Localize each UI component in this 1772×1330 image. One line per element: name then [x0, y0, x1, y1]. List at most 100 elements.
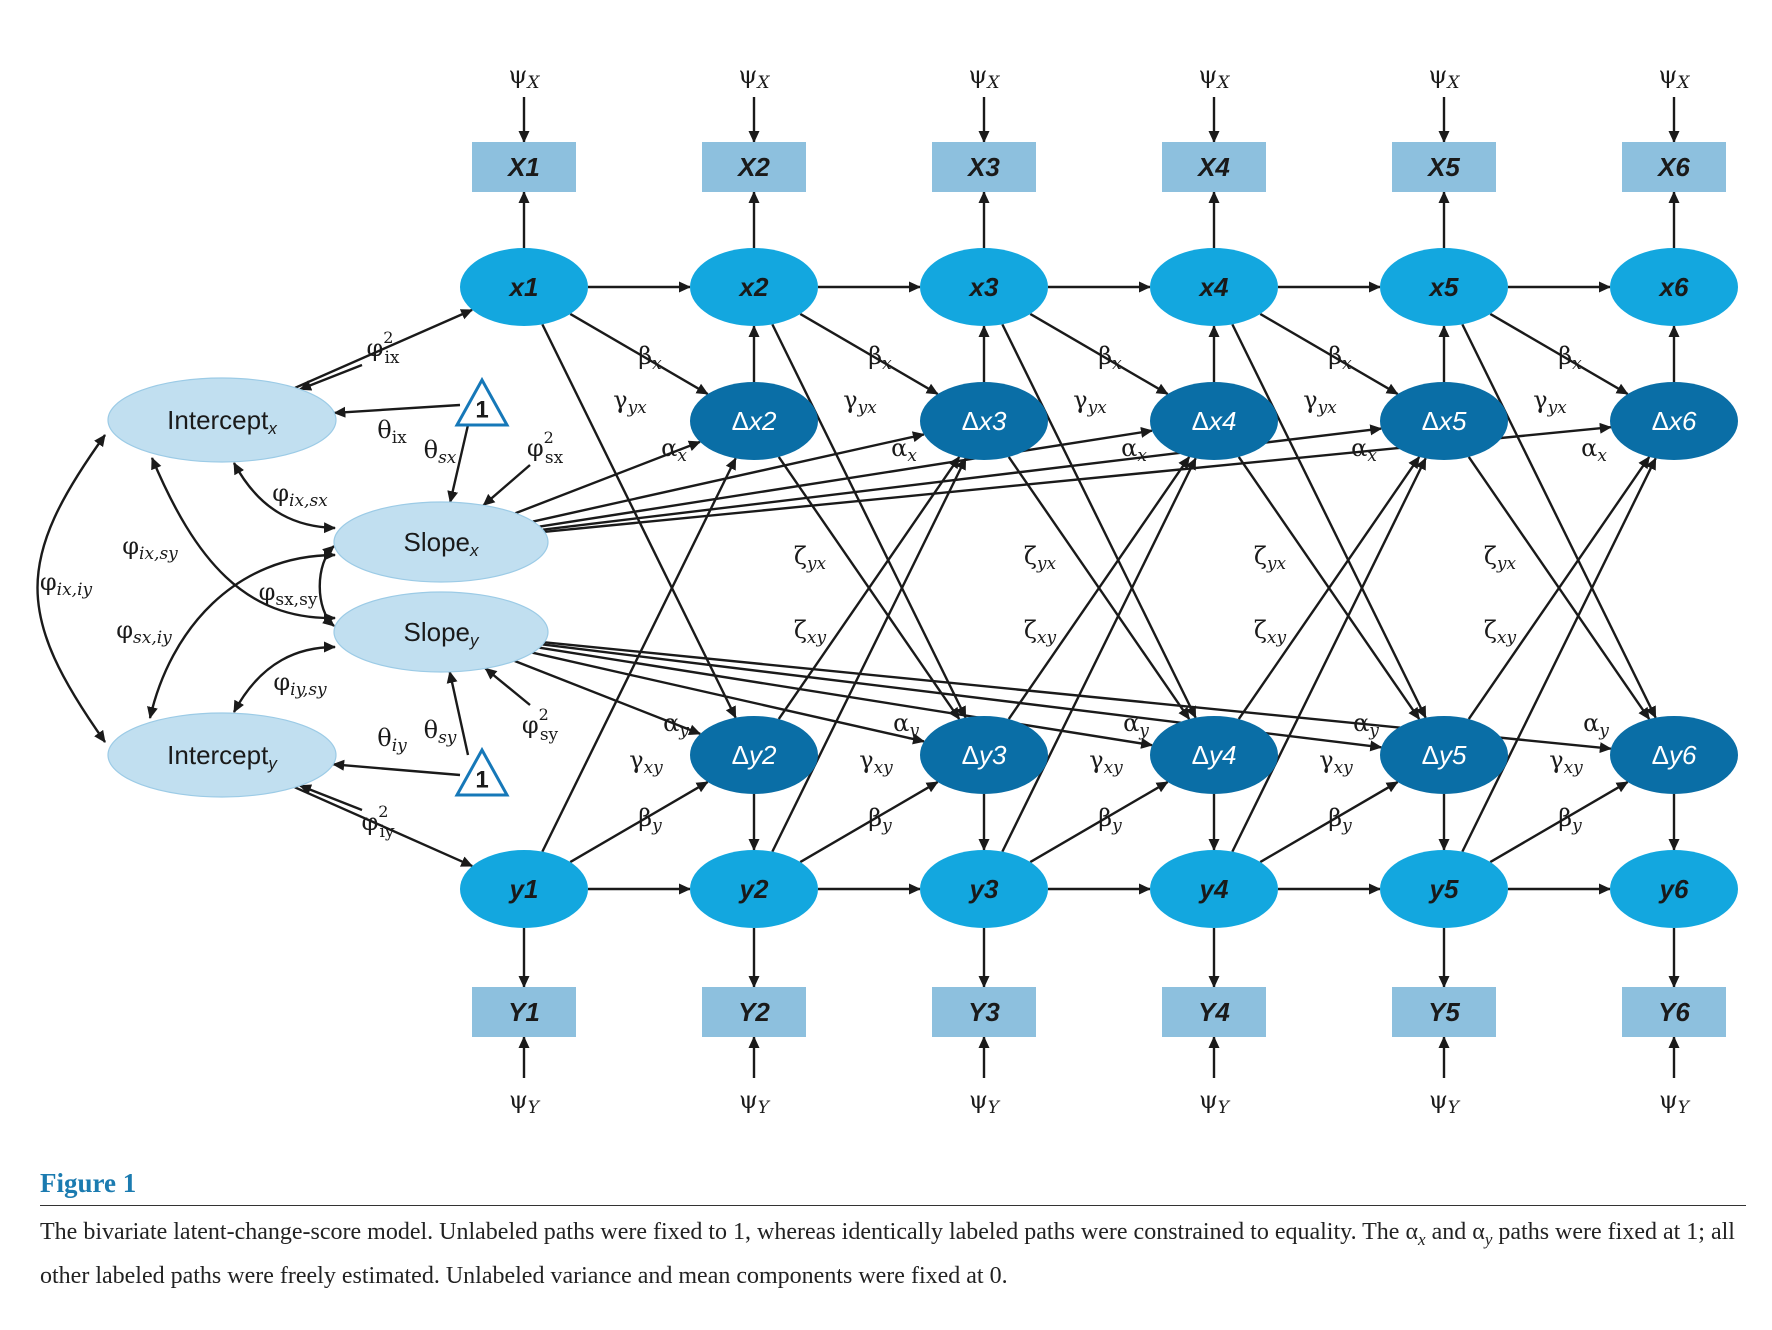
indicator-y-box-label: Y5 — [1428, 997, 1460, 1027]
latent-x-node — [1380, 248, 1508, 326]
alpha-y-label: αy — [893, 709, 919, 741]
gamma-yx-label: γyx — [1533, 386, 1567, 418]
latent-y-node — [460, 850, 588, 928]
beta-y-path — [799, 780, 939, 864]
gamma-yx-label: γyx — [1073, 386, 1107, 418]
beta-y-path — [1489, 780, 1629, 864]
gamma-yx-label: γyx — [613, 386, 647, 418]
indicator-y-box-label: Y4 — [1198, 997, 1230, 1027]
beta-x-label: βx — [1328, 342, 1352, 374]
latent-x-node — [460, 248, 588, 326]
change-x-node — [1380, 382, 1508, 460]
alpha-x-path — [532, 431, 925, 523]
zeta-xy-label: ζxy — [1254, 616, 1287, 648]
intercept-x-node-label: Interceptx — [167, 405, 277, 438]
psi-x-label: ψX — [969, 61, 1001, 93]
change-x-node — [1610, 382, 1738, 460]
latent-x-node-label: x2 — [738, 272, 769, 302]
beta-x-label: βx — [868, 342, 892, 374]
slope-x-node-label: Slopex — [404, 527, 480, 560]
latent-x-node — [1610, 248, 1738, 326]
indicator-x-box — [1162, 142, 1266, 192]
psi-y-label: ψY — [969, 1086, 1001, 1118]
change-y-node-label: Δy2 — [732, 740, 777, 770]
latent-x-node-label: x1 — [508, 272, 539, 302]
intercept-y-node-label: Intercepty — [167, 740, 278, 773]
change-x-node — [920, 382, 1048, 460]
latent-y-node — [1150, 850, 1278, 928]
theta-sx-label: θsx — [424, 436, 457, 468]
latent-y-node-label: y1 — [508, 874, 539, 904]
cov-iy-sy-label: φiy,sy — [273, 668, 327, 700]
zeta-yx-label: ζyx — [1024, 542, 1057, 574]
zeta-xy-path — [1237, 456, 1421, 720]
intercept-y-path — [294, 786, 474, 868]
gamma-xy-label: γxy — [859, 746, 893, 778]
gamma-xy-path — [771, 457, 967, 853]
change-x-node-label: Δx5 — [1422, 406, 1467, 436]
change-x-node-label: Δx4 — [1192, 406, 1237, 436]
change-y-node — [1610, 716, 1738, 794]
alpha-x-label: αx — [1351, 434, 1377, 466]
indicator-x-box — [702, 142, 806, 192]
theta-ix-label: θix — [377, 416, 407, 448]
cov-sx-sy-label: φsx,sy — [259, 578, 318, 610]
alpha-y-path — [514, 659, 702, 735]
change-y-node-label: Δy4 — [1192, 740, 1237, 770]
zeta-xy-path — [1467, 456, 1651, 720]
indicator-x-box — [1622, 142, 1726, 192]
beta-x-path — [799, 312, 939, 396]
psi-x-label: ψX — [1429, 61, 1461, 93]
psi-x-label: ψX — [1659, 61, 1691, 93]
alpha-x-path — [539, 426, 1154, 528]
change-x-node-label: Δx6 — [1652, 406, 1697, 436]
latent-y-node-label: y5 — [1428, 874, 1459, 904]
latent-x-node-label: x6 — [1658, 272, 1689, 302]
theta-sy-path — [446, 670, 470, 756]
alpha-x-label: αx — [1121, 434, 1147, 466]
gamma-yx-path — [1461, 323, 1657, 719]
gamma-xy-path — [1001, 457, 1197, 853]
variance-sx-arrow — [482, 464, 531, 507]
caption-title: Figure 1 — [40, 1168, 1746, 1206]
cov-sx-iy-label: φsx,iy — [116, 616, 172, 648]
slope-y-node — [333, 591, 549, 673]
indicator-x-box-label: X3 — [966, 152, 1000, 182]
latent-y-node-label: y2 — [738, 874, 769, 904]
indicator-y-box-label: Y3 — [968, 997, 1000, 1027]
theta-iy-path — [332, 759, 461, 777]
cov-sx-iy — [147, 549, 336, 719]
change-y-node-label: Δy3 — [962, 740, 1007, 770]
intercept-y-node — [107, 712, 337, 798]
variance-iy-arrow — [299, 784, 363, 812]
intercept-x-path — [294, 308, 474, 389]
latent-y-node — [690, 850, 818, 928]
psi-y-label: ψY — [1429, 1086, 1461, 1118]
cov-ix-iy-label: φix,iy — [40, 568, 93, 600]
theta-sy-label: θsy — [424, 716, 457, 748]
gamma-yx-label: γyx — [1303, 386, 1337, 418]
beta-y-label: βy — [1098, 804, 1122, 836]
gamma-xy-path — [1231, 457, 1427, 853]
indicator-y-box — [1162, 987, 1266, 1037]
beta-x-label: βx — [1558, 342, 1582, 374]
latent-x-node-label: x5 — [1428, 272, 1459, 302]
latent-y-node-label: y4 — [1198, 874, 1229, 904]
change-y-node — [1150, 716, 1278, 794]
latent-x-node — [1150, 248, 1278, 326]
latent-y-node — [1380, 850, 1508, 928]
gamma-xy-label: γxy — [1319, 746, 1353, 778]
zeta-yx-label: ζyx — [1484, 542, 1517, 574]
gamma-yx-path — [771, 323, 967, 719]
constant-triangle-top — [454, 376, 510, 427]
gamma-yx-path — [1001, 323, 1197, 719]
beta-y-label: βy — [868, 804, 892, 836]
psi-y-label: ψY — [509, 1086, 541, 1118]
variance-sy-arrow — [484, 667, 531, 706]
beta-y-path — [569, 780, 709, 864]
constant-triangle-bottom-label: 1 — [475, 767, 488, 794]
change-x-node — [690, 382, 818, 460]
indicator-y-box — [1392, 987, 1496, 1037]
